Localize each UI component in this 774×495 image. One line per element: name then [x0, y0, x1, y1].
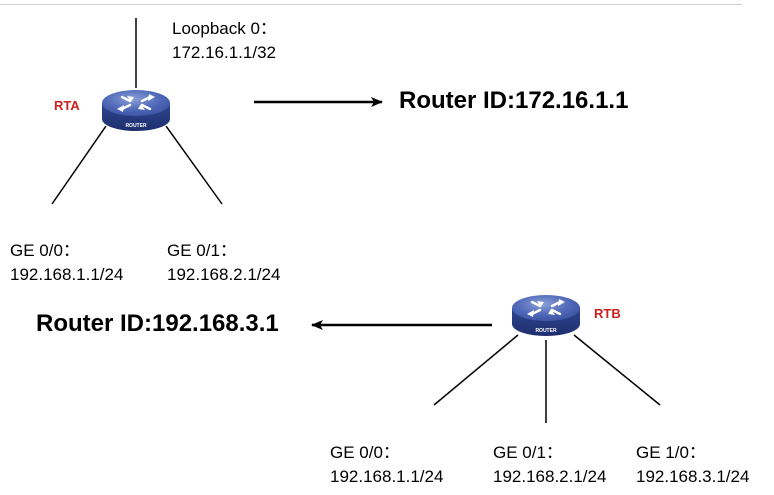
svg-text:ROUTER: ROUTER [125, 123, 147, 129]
rtb-ge10-address: 192.168.3.1/24 [636, 467, 750, 486]
rtb-ge01-address: 192.168.2.1/24 [493, 467, 607, 486]
rtb-ge10-label: GE 1/0： 192.168.3.1/24 [636, 441, 749, 489]
rta-ge00-name: GE 0/0： [10, 241, 80, 260]
rtb-ge10-link [573, 334, 661, 406]
router-icon: ROUTER [510, 292, 582, 338]
top-divider [0, 4, 742, 5]
rta-ge01-label: GE 0/1： 192.168.2.1/24 [167, 239, 280, 287]
rta-ge01-name: GE 0/1： [167, 241, 237, 260]
rtb-ge00-label: GE 0/0： 192.168.1.1/24 [330, 441, 443, 489]
rtb-ge10-name: GE 1/0： [636, 443, 706, 462]
rtb-ge01-label: GE 0/1： 192.168.2.1/24 [493, 441, 606, 489]
rtb-ge00-link [433, 334, 519, 406]
rta-router-id: Router ID:172.16.1.1 [399, 87, 629, 114]
rta-ge00-address: 192.168.1.1/24 [10, 265, 124, 284]
rtb-ge00-name: GE 0/0： [330, 443, 400, 462]
rtb-router-id: Router ID:192.168.3.1 [36, 310, 279, 337]
rtb-router-name: RTB [594, 306, 621, 321]
rta-router-name: RTA [54, 98, 80, 113]
rta-loopback-address: 172.16.1.1/32 [172, 43, 276, 62]
rta-ge00-label: GE 0/0： 192.168.1.1/24 [10, 239, 123, 287]
rta-ge01-address: 192.168.2.1/24 [167, 265, 281, 284]
router-icon: ROUTER [100, 87, 172, 133]
rta-loopback-label: Loopback 0： 172.16.1.1/32 [172, 17, 277, 65]
rtb-ge00-address: 192.168.1.1/24 [330, 467, 444, 486]
rta-ge00-link [51, 125, 107, 205]
rta-loopback-name: Loopback 0： [172, 19, 277, 38]
rta-ge01-link [165, 125, 223, 205]
rtb-ge01-name: GE 0/1： [493, 443, 563, 462]
svg-text:ROUTER: ROUTER [535, 328, 557, 334]
